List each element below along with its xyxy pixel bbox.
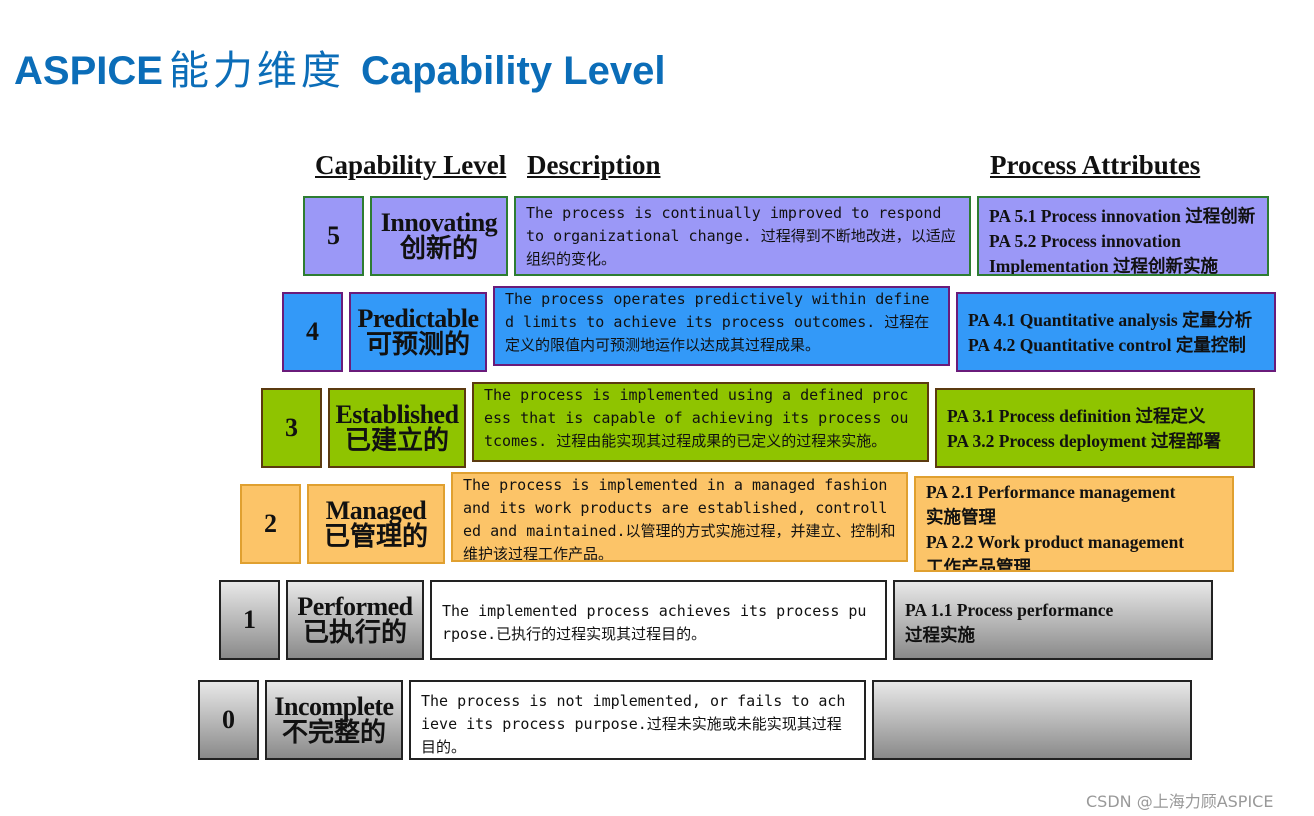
title-en-part1: ASPICE bbox=[14, 49, 163, 93]
level-4-name-zh: 可预测的 bbox=[365, 330, 470, 360]
level-2-name-en: Managed bbox=[325, 495, 427, 525]
level-4-process-attributes: PA 4.1 Quantitative analysis 定量分析 PA 4.2… bbox=[956, 292, 1276, 372]
level-1-process-attributes: PA 1.1 Process performance 过程实施 bbox=[893, 580, 1213, 660]
level-0-process-attributes bbox=[872, 680, 1192, 760]
level-0-name: Incomplete 不完整的 bbox=[265, 680, 403, 760]
level-2-process-attributes: PA 2.1 Performance management 实施管理 PA 2.… bbox=[914, 476, 1234, 572]
level-3-number: 3 bbox=[261, 388, 322, 468]
header-description: Description bbox=[527, 150, 661, 180]
level-1-number: 1 bbox=[219, 580, 280, 660]
level-1-name-zh: 已执行的 bbox=[302, 618, 407, 648]
level-4-number: 4 bbox=[282, 292, 343, 372]
level-3-name-en: Established bbox=[335, 399, 459, 429]
level-5-name-zh: 创新的 bbox=[399, 234, 478, 264]
level-0-description: The process is not implemented, or fails… bbox=[409, 680, 866, 760]
header-process-attributes: Process Attributes bbox=[990, 150, 1201, 180]
level-4-name: Predictable 可预测的 bbox=[349, 292, 487, 372]
level-4-name-en: Predictable bbox=[357, 303, 479, 333]
level-1-name: Performed 已执行的 bbox=[286, 580, 424, 660]
level-5-description: The process is continually improved to r… bbox=[514, 196, 971, 276]
watermark: CSDN @上海力顾ASPICE bbox=[1086, 792, 1274, 811]
level-0-name-zh: 不完整的 bbox=[281, 718, 386, 748]
level-3-process-attributes: PA 3.1 Process definition 过程定义 PA 3.2 Pr… bbox=[935, 388, 1255, 468]
level-2-description: The process is implemented in a managed … bbox=[451, 472, 908, 562]
level-1-name-en: Performed bbox=[297, 591, 413, 621]
level-3-description: The process is implemented using a defin… bbox=[472, 382, 929, 462]
level-0-name-en: Incomplete bbox=[274, 691, 394, 721]
level-5-number: 5 bbox=[303, 196, 364, 276]
level-5-name-en: Innovating bbox=[380, 207, 498, 237]
level-0-number: 0 bbox=[198, 680, 259, 760]
level-2-name: Managed 已管理的 bbox=[307, 484, 445, 564]
level-3-name-zh: 已建立的 bbox=[344, 426, 449, 456]
title-cn-part: 能力维度 bbox=[168, 48, 345, 94]
header-capability-level: Capability Level bbox=[315, 150, 507, 180]
level-5-name: Innovating 创新的 bbox=[370, 196, 508, 276]
level-2-number: 2 bbox=[240, 484, 301, 564]
level-3-name: Established 已建立的 bbox=[328, 388, 466, 468]
level-1-description: The implemented process achieves its pro… bbox=[430, 580, 887, 660]
level-2-name-zh: 已管理的 bbox=[323, 522, 428, 552]
title-en-part2: Capability Level bbox=[360, 49, 666, 93]
level-5-process-attributes: PA 5.1 Process innovation 过程创新 PA 5.2 Pr… bbox=[977, 196, 1269, 276]
level-4-description: The process operates predictively within… bbox=[493, 286, 950, 366]
